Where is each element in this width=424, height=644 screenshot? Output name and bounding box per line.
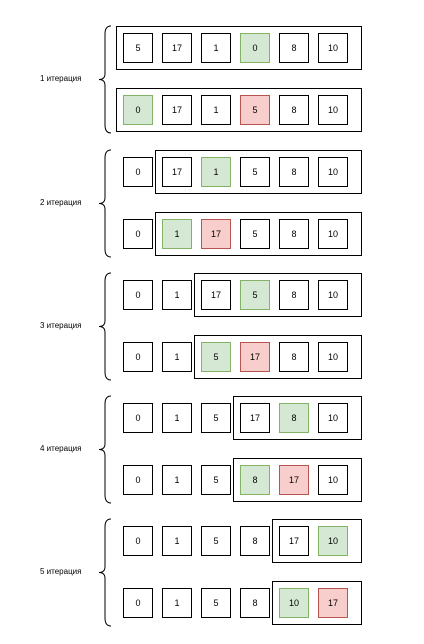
array-cell: 5	[123, 33, 153, 63]
array-cell: 10	[318, 95, 348, 125]
unsorted-range-frame	[155, 150, 362, 194]
array-cell-swapped: 17	[240, 342, 270, 372]
array-cell: 1	[162, 280, 192, 310]
iteration-label: 1 итерация	[40, 74, 82, 83]
array-cell: 0	[123, 465, 153, 495]
array-cell-minimum: 5	[240, 280, 270, 310]
curly-brace	[98, 395, 112, 504]
array-cell: 0	[123, 219, 153, 249]
array-cell: 1	[162, 342, 192, 372]
array-cell: 1	[162, 465, 192, 495]
array-cell: 0	[123, 342, 153, 372]
array-cell-minimum: 0	[123, 95, 153, 125]
array-cell-minimum: 8	[279, 403, 309, 433]
array-cell: 5	[201, 588, 231, 618]
array-cell: 1	[201, 95, 231, 125]
array-cell: 1	[162, 526, 192, 556]
iteration-label: 5 итерация	[40, 567, 82, 576]
array-cell-swapped: 5	[240, 95, 270, 125]
array-cell-swapped: 17	[279, 465, 309, 495]
array-cell: 0	[123, 280, 153, 310]
array-cell-minimum: 0	[240, 33, 270, 63]
unsorted-range-frame	[272, 519, 362, 563]
array-cell: 5	[201, 465, 231, 495]
unsorted-range-frame	[272, 581, 362, 625]
array-cell: 8	[279, 33, 309, 63]
array-cell-swapped: 17	[318, 588, 348, 618]
unsorted-range-frame	[155, 212, 362, 256]
array-cell: 10	[318, 403, 348, 433]
array-cell: 0	[123, 526, 153, 556]
array-cell: 5	[240, 157, 270, 187]
curly-brace	[98, 272, 112, 381]
array-cell: 1	[201, 33, 231, 63]
array-cell-swapped: 17	[201, 219, 231, 249]
array-cell: 1	[162, 588, 192, 618]
array-cell: 8	[240, 588, 270, 618]
array-cell: 8	[240, 526, 270, 556]
array-cell: 5	[201, 526, 231, 556]
array-cell: 5	[201, 403, 231, 433]
array-cell: 17	[162, 33, 192, 63]
array-cell: 10	[318, 342, 348, 372]
array-cell: 8	[279, 95, 309, 125]
array-cell: 1	[162, 403, 192, 433]
array-cell: 8	[279, 280, 309, 310]
array-cell-minimum: 1	[201, 157, 231, 187]
array-cell: 5	[240, 219, 270, 249]
curly-brace	[98, 149, 112, 258]
array-cell: 17	[240, 403, 270, 433]
array-cell: 10	[318, 280, 348, 310]
unsorted-range-frame	[194, 273, 362, 317]
array-cell: 17	[162, 157, 192, 187]
array-cell: 17	[201, 280, 231, 310]
array-cell: 10	[318, 33, 348, 63]
array-cell: 0	[123, 157, 153, 187]
iteration-label: 4 итерация	[40, 444, 82, 453]
array-cell-minimum: 10	[318, 526, 348, 556]
array-cell-minimum: 1	[162, 219, 192, 249]
unsorted-range-frame	[116, 88, 362, 132]
array-cell-minimum: 10	[279, 588, 309, 618]
array-cell: 0	[123, 403, 153, 433]
array-cell: 17	[162, 95, 192, 125]
array-cell: 8	[279, 157, 309, 187]
unsorted-range-frame	[233, 396, 362, 440]
array-cell: 10	[318, 219, 348, 249]
iteration-label: 2 итерация	[40, 198, 82, 207]
array-cell: 0	[123, 588, 153, 618]
curly-brace	[98, 518, 112, 627]
unsorted-range-frame	[194, 335, 362, 379]
array-cell: 10	[318, 157, 348, 187]
array-cell-minimum: 5	[201, 342, 231, 372]
array-cell: 8	[279, 342, 309, 372]
curly-brace	[98, 25, 112, 134]
array-cell-minimum: 8	[240, 465, 270, 495]
unsorted-range-frame	[116, 26, 362, 70]
array-cell: 8	[279, 219, 309, 249]
iteration-label: 3 итерация	[40, 321, 82, 330]
array-cell: 17	[279, 526, 309, 556]
array-cell: 10	[318, 465, 348, 495]
unsorted-range-frame	[233, 458, 362, 502]
